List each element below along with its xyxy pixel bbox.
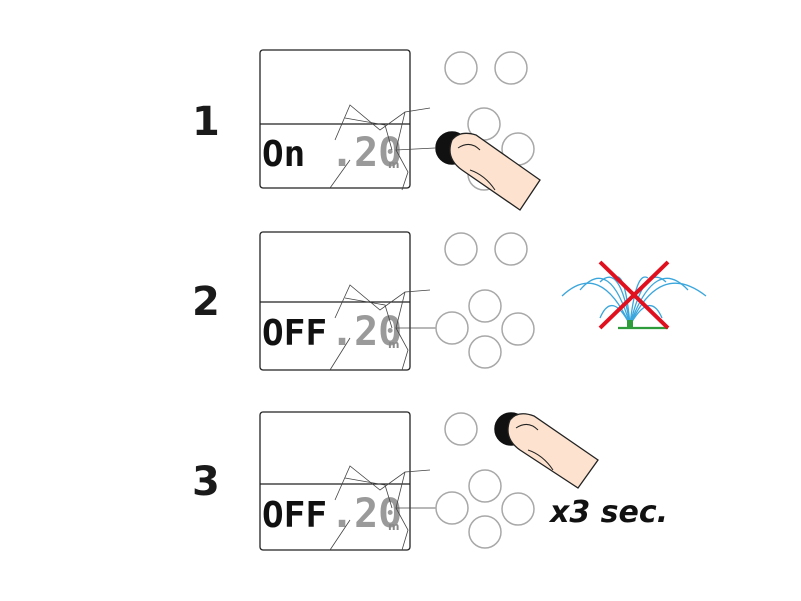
hold-duration-label: x3 sec. — [548, 495, 668, 530]
button-top-right[interactable] — [494, 232, 528, 266]
button-left[interactable] — [435, 491, 469, 525]
button-top-left[interactable] — [444, 232, 478, 266]
unit-label: m — [388, 338, 399, 351]
mode-label: OFF — [262, 313, 327, 354]
button-top-right[interactable] — [494, 51, 528, 85]
finger-press-icon — [449, 132, 541, 211]
button-top[interactable] — [468, 469, 502, 503]
value-readout: .20 — [330, 309, 402, 355]
lcd-display: On .20 m — [259, 49, 436, 191]
step-1: 1 On .20 m — [192, 49, 541, 211]
unit-label: m — [388, 158, 399, 171]
value-readout: .20 — [330, 130, 402, 176]
unit-label: m — [388, 520, 399, 533]
button-bottom[interactable] — [468, 335, 502, 369]
button-top[interactable] — [468, 289, 502, 323]
step-number: 3 — [192, 459, 220, 505]
sprinkler-off-icon — [561, 260, 707, 330]
step-3: 3 OFF .20 m — [192, 411, 668, 551]
button-left[interactable] — [435, 311, 469, 345]
value-readout: .20 — [330, 491, 402, 537]
mode-label: OFF — [262, 495, 327, 536]
cracked-screen — [329, 465, 438, 551]
button-right[interactable] — [501, 492, 535, 526]
lcd-display: OFF .20 m — [259, 411, 438, 551]
step-2: 2 OFF .20 m — [192, 231, 707, 371]
step-number: 2 — [192, 279, 220, 325]
mode-label: On — [262, 134, 305, 175]
finger-press-icon — [507, 413, 599, 489]
step-number: 1 — [192, 99, 220, 145]
lcd-display: OFF .20 m — [259, 231, 438, 371]
button-top-left[interactable] — [444, 51, 478, 85]
button-pad — [435, 232, 535, 369]
cracked-screen — [329, 104, 436, 191]
button-bottom[interactable] — [468, 515, 502, 549]
cracked-screen — [329, 284, 438, 371]
button-top-left[interactable] — [444, 412, 478, 446]
button-right[interactable] — [501, 312, 535, 346]
